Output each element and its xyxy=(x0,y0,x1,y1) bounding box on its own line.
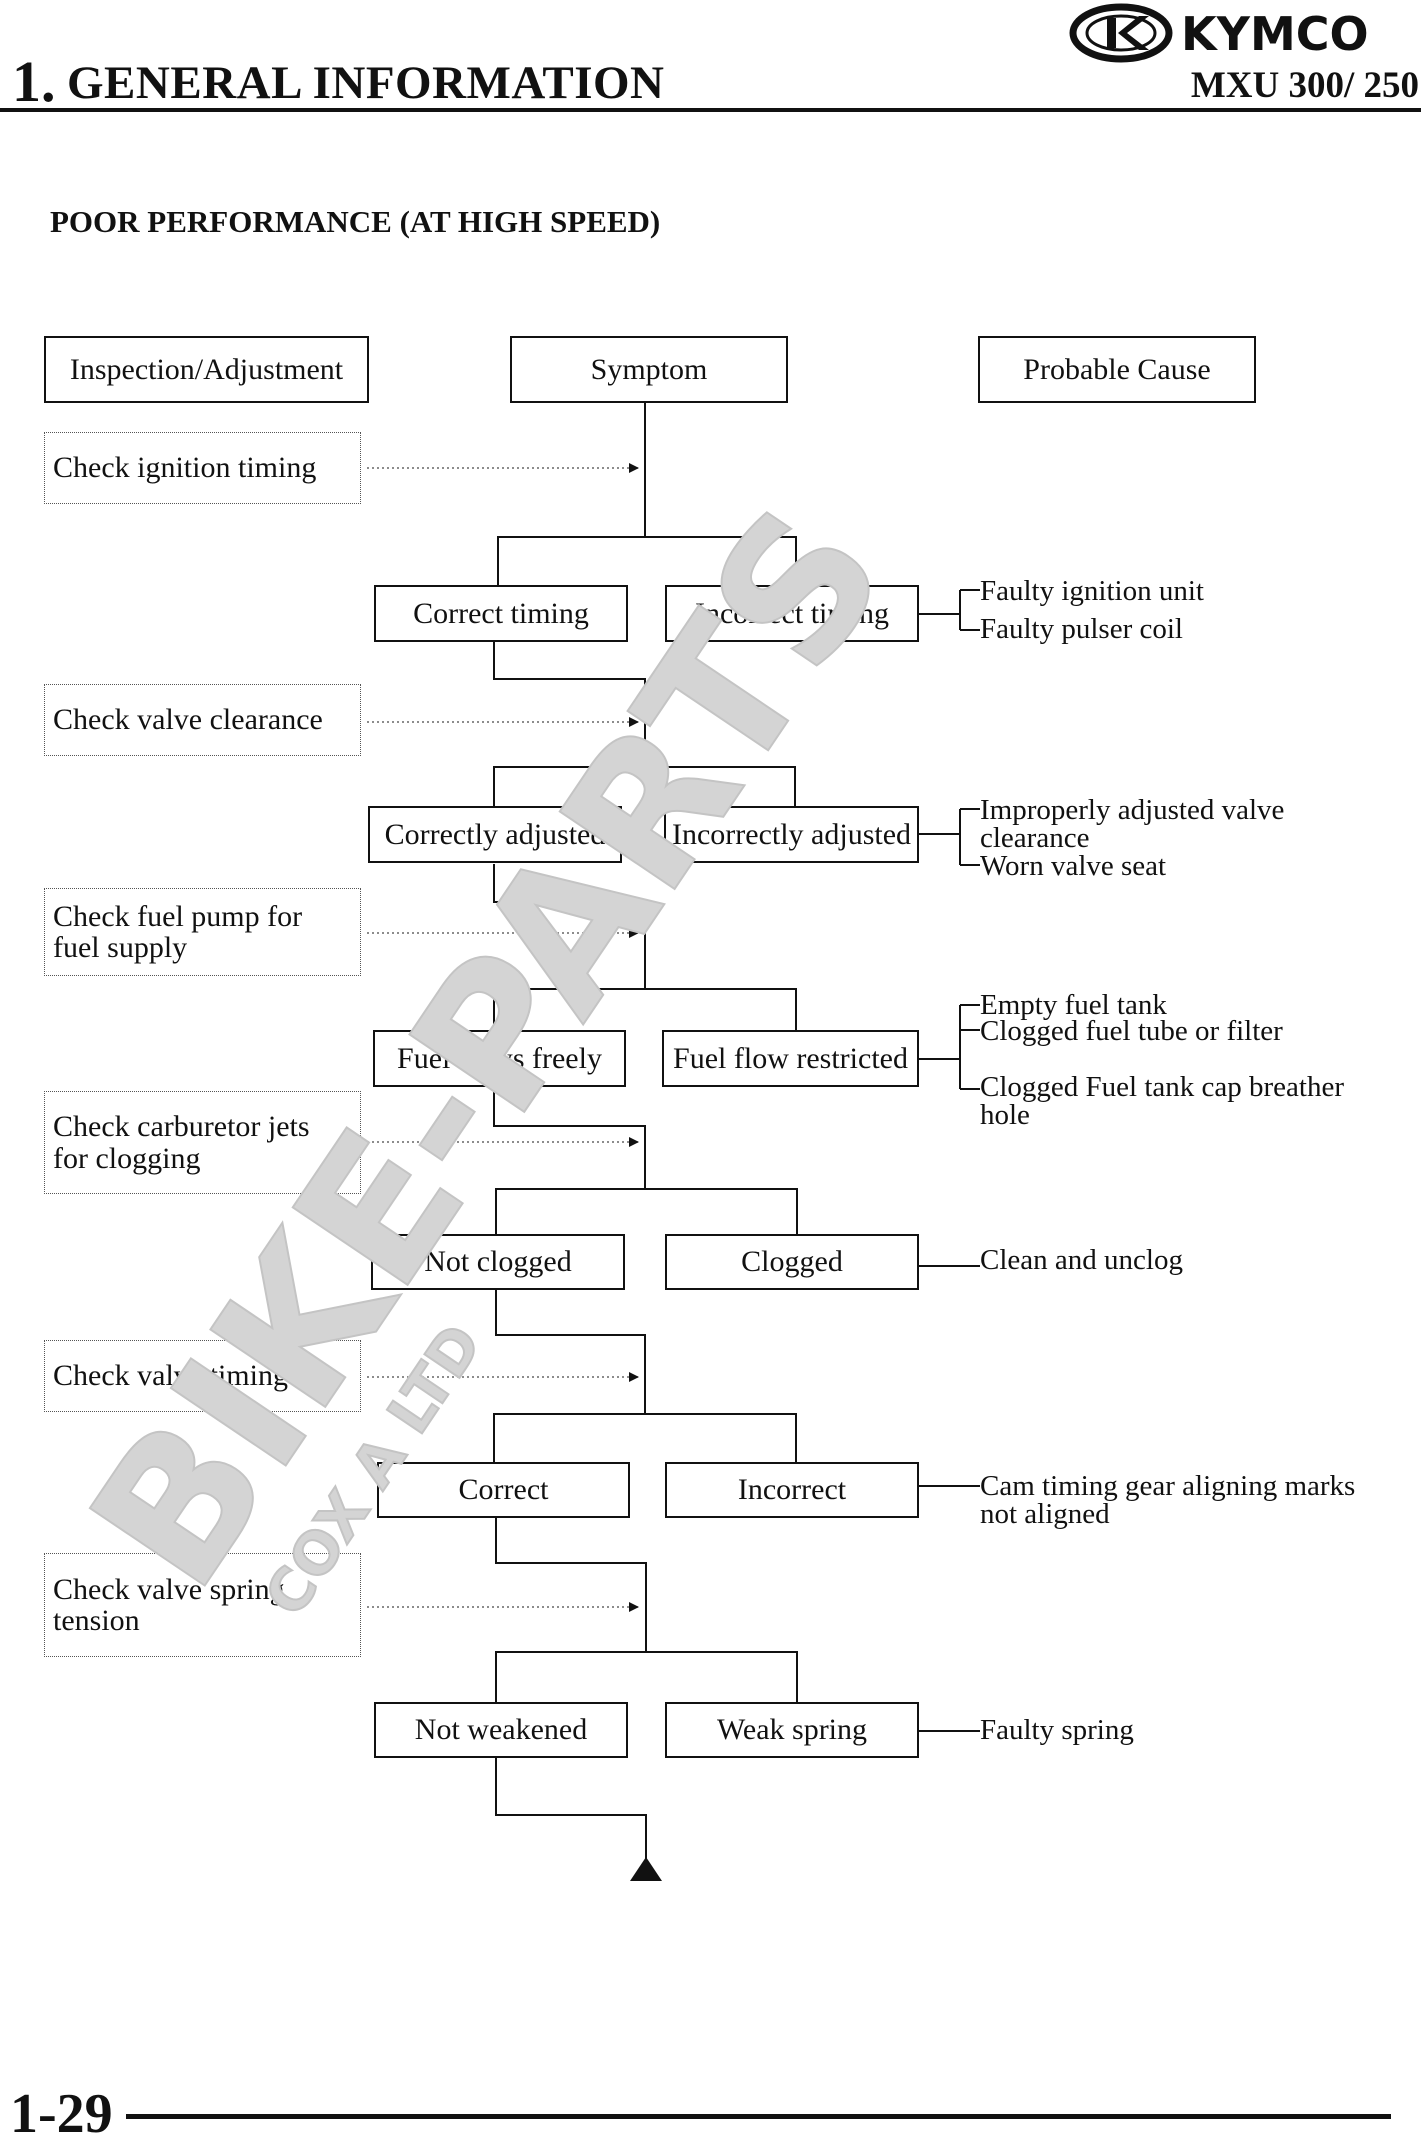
inspection-line: Check valve timing xyxy=(53,1359,288,1393)
result-fuel-flow-restricted: Fuel flow restricted xyxy=(662,1030,919,1087)
inspection-line: tension xyxy=(53,1604,140,1637)
result-weak-spring: Weak spring xyxy=(665,1702,919,1758)
footer-rule xyxy=(126,2114,1391,2119)
inspection-line: Check ignition timing xyxy=(53,451,317,485)
result-incorrectly-adjusted: Incorrectly adjusted xyxy=(664,806,919,863)
header-inspection: Inspection/Adjustment xyxy=(44,336,369,403)
cause-text: Cam timing gear aligning marks xyxy=(980,1470,1356,1502)
inspection-line: for clogging xyxy=(53,1141,201,1175)
inspection-carburetor-jets: Check carburetor jets for clogging xyxy=(44,1091,361,1194)
inspection-line: Check fuel pump for xyxy=(53,899,303,933)
inspection-line: Check carburetor jets xyxy=(53,1110,310,1143)
header-rule xyxy=(0,108,1421,112)
kymco-logo: KYMCO xyxy=(1069,3,1369,63)
inspection-ignition-timing: Check ignition timing xyxy=(44,432,361,504)
result-correct: Correct xyxy=(377,1462,630,1518)
header-probable-cause: Probable Cause xyxy=(978,336,1256,403)
result-clogged: Clogged xyxy=(665,1234,919,1290)
chapter-title: GENERAL INFORMATION xyxy=(67,57,665,109)
result-fuel-flows-freely: Fuel flows freely xyxy=(373,1030,626,1087)
inspection-line: Check valve spring xyxy=(53,1572,285,1606)
inspection-fuel-pump: Check fuel pump for fuel supply xyxy=(44,888,361,976)
inspection-line: Check valve clearance xyxy=(53,703,323,737)
cause-text: Empty fuel tank xyxy=(980,989,1167,1021)
inspection-valve-clearance: Check valve clearance xyxy=(44,684,361,756)
inspection-line: fuel supply xyxy=(53,931,188,964)
cause-text: Faulty ignition unit xyxy=(980,575,1204,607)
chapter-number: 1. xyxy=(12,49,56,114)
cause-text: not aligned xyxy=(980,1498,1110,1530)
result-incorrect: Incorrect xyxy=(665,1462,919,1518)
result-not-clogged: Not clogged xyxy=(371,1234,625,1290)
cause-text: Improperly adjusted valve xyxy=(980,794,1285,826)
cause-text: Faulty pulser coil xyxy=(980,613,1183,645)
result-correctly-adjusted: Correctly adjusted xyxy=(368,806,622,863)
cause-text: Clean and unclog xyxy=(980,1244,1183,1276)
inspection-valve-timing: Check valve timing xyxy=(44,1340,361,1412)
brand-wordmark: KYMCO xyxy=(1181,7,1369,61)
header-symptom: Symptom xyxy=(510,336,788,403)
result-not-weakened: Not weakened xyxy=(374,1702,628,1758)
cause-text: clearance xyxy=(980,822,1090,854)
page-number: 1-29 xyxy=(10,2083,113,2145)
model-label: MXU 300/ 250 xyxy=(1190,65,1419,106)
cause-text: Faulty spring xyxy=(980,1714,1134,1746)
cause-text: Clogged fuel tube or filter xyxy=(980,1015,1283,1047)
cause-text: Worn valve seat xyxy=(980,850,1167,882)
cause-text: hole xyxy=(980,1099,1030,1131)
result-correct-timing: Correct timing xyxy=(374,585,628,642)
section-title: POOR PERFORMANCE (AT HIGH SPEED) xyxy=(50,204,661,239)
cause-text: Clogged Fuel tank cap breather xyxy=(980,1071,1344,1103)
result-incorrect-timing: Incorrect timing xyxy=(665,585,919,642)
inspection-valve-spring: Check valve spring tension xyxy=(44,1553,361,1657)
